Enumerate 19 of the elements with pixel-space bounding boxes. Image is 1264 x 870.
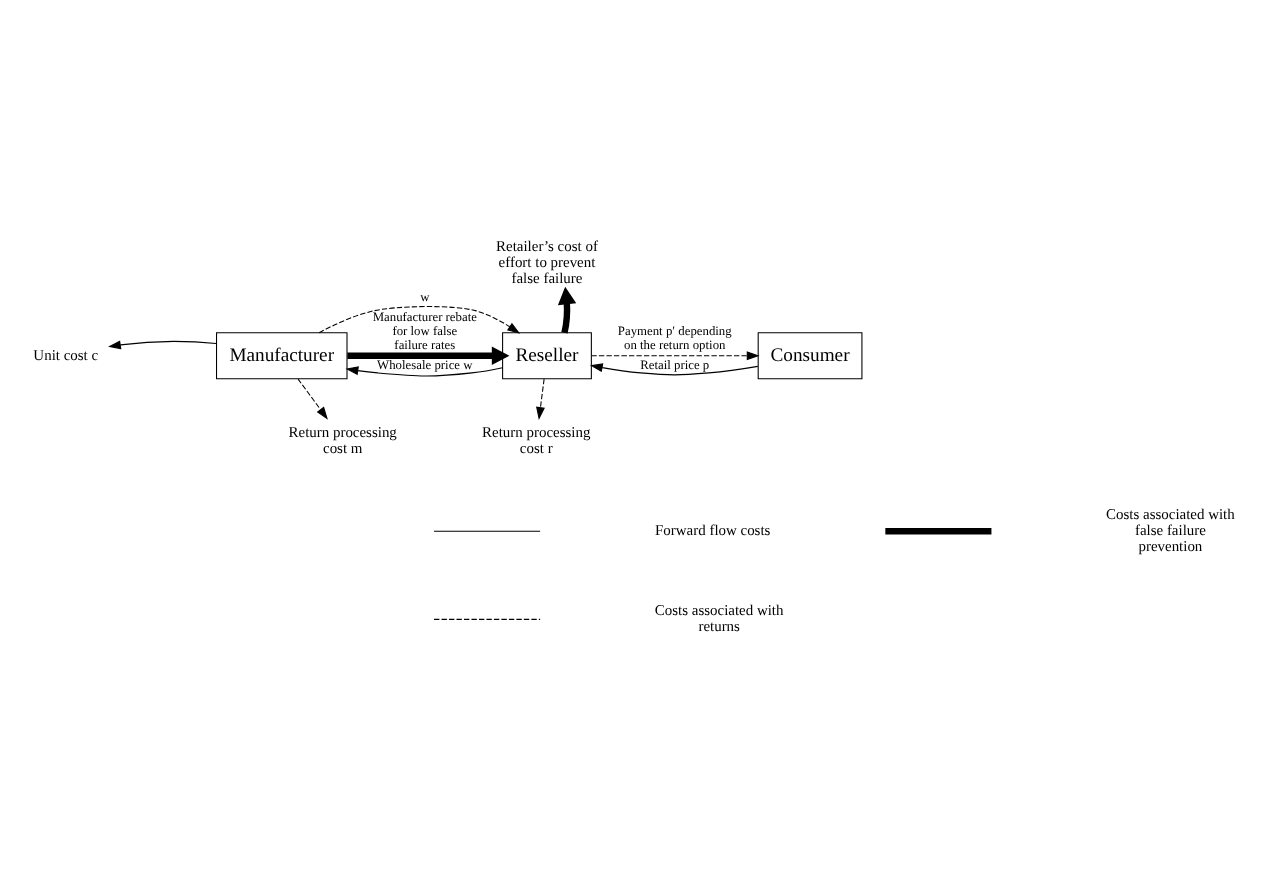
arrow	[347, 345, 510, 365]
node-box: Reseller	[502, 331, 592, 379]
node-box: Consumer	[757, 331, 863, 379]
arrow	[318, 305, 521, 333]
arrow	[557, 285, 577, 333]
node-text: Retailer’s cost of effort to prevent false failure	[496, 235, 598, 286]
node-box: Manufacturer	[216, 331, 348, 379]
legend-label: Costs associated with false failure prevention	[1106, 504, 1235, 555]
arrow	[108, 339, 217, 349]
arrow	[536, 377, 545, 419]
legend-label: Costs associated with returns	[654, 600, 784, 635]
node-text: Return processing cost m	[288, 421, 397, 456]
arrow	[589, 362, 759, 375]
arrow	[591, 350, 760, 360]
node-text: Return processing cost r	[482, 421, 591, 456]
arrow	[345, 365, 503, 376]
legend-label: Forward flow costs	[655, 520, 771, 539]
arrow	[297, 377, 328, 419]
node-text: Unit cost c	[33, 344, 99, 363]
